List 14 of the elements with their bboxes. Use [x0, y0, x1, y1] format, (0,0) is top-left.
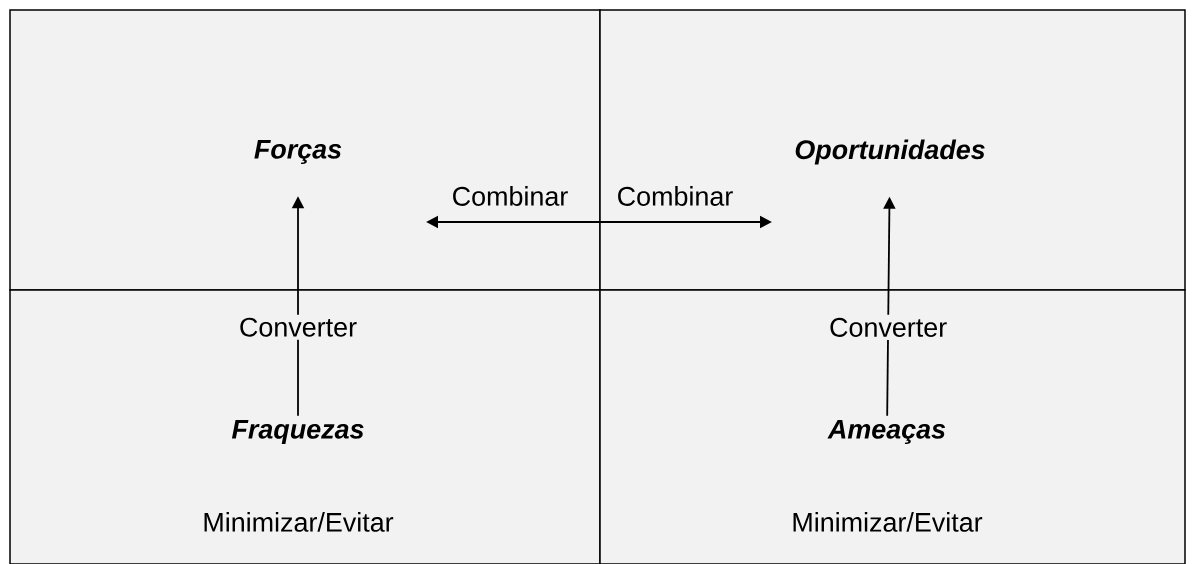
body-text: Minimizar/Evitar: [204, 512, 394, 532]
label-text: Combinar: [618, 186, 733, 206]
quadrant-cell: [9, 9, 601, 291]
quadrant-cell: [599, 9, 1186, 291]
edge-label: Combinar: [453, 186, 568, 206]
heading-text: Ameaças: [827, 419, 946, 445]
quadrant-cell: [599, 289, 1186, 564]
edge-label: Converter: [235, 314, 361, 340]
edge-label: Converter: [826, 314, 951, 340]
body-text: Minimizar/Evitar: [793, 512, 983, 532]
heading-text: Oportunidades: [795, 139, 985, 165]
heading-text: Fraquezas: [231, 419, 364, 445]
heading-text: Forças: [254, 139, 342, 165]
quadrant-cell: [9, 289, 601, 564]
